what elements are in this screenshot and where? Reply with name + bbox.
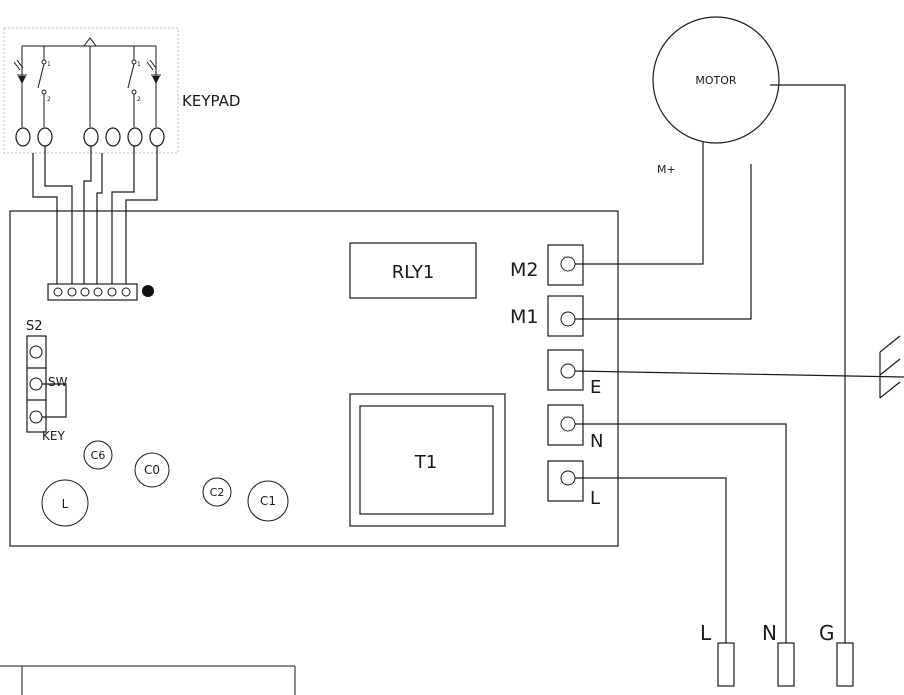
key-label: KEY (42, 429, 65, 443)
component-l-label: L (62, 497, 69, 511)
keypad-label: KEYPAD (182, 92, 240, 110)
c2-label: C2 (210, 486, 225, 499)
switch-right-pos2: 2 (137, 96, 141, 103)
switch-left-pos1: 1 (47, 61, 51, 68)
motor-plus-label: M+ (657, 163, 676, 176)
motor (652, 16, 780, 144)
switch-header: S2 SW KEY (26, 319, 68, 443)
m1-label: M1 (510, 306, 538, 328)
earth-icon (879, 335, 901, 399)
table-fragment (0, 665, 296, 695)
relay-rly1 (349, 242, 477, 299)
terminal-block: M2 M1 E N L (510, 244, 603, 509)
n-label: N (590, 431, 603, 452)
sw-label: SW (48, 375, 68, 389)
rly1-label: RLY1 (392, 262, 435, 283)
external-wires (574, 84, 904, 643)
switch-left-pos2: 2 (47, 96, 51, 103)
t1-label: T1 (414, 452, 437, 473)
out-n-label: N (762, 621, 777, 645)
keypad: 1 2 1 2 KEYPAD (3, 27, 240, 154)
s2-label: S2 (26, 319, 43, 334)
led-right-icon (152, 76, 160, 84)
c6-label: C6 (91, 449, 106, 462)
motor-label: MOTOR (695, 74, 737, 87)
e-label: E (590, 377, 601, 398)
pin1-marker-icon (142, 285, 154, 297)
control-board (9, 210, 619, 547)
transformer-t1 (349, 393, 506, 527)
keypad-header (47, 283, 154, 301)
l-label: L (590, 488, 600, 509)
m2-label: M2 (510, 259, 538, 281)
led-left-icon (18, 76, 26, 84)
ground-symbol (83, 37, 97, 47)
c0-label: C0 (144, 463, 160, 477)
c1-label: C1 (260, 494, 276, 508)
output-plugs: L N G (700, 621, 854, 687)
switch-right-pos1: 1 (137, 61, 141, 68)
out-g-label: G (819, 621, 835, 645)
out-l-label: L (700, 621, 712, 645)
keypad-wires (32, 146, 158, 284)
components: C6 C0 C2 C1 L (41, 440, 289, 527)
